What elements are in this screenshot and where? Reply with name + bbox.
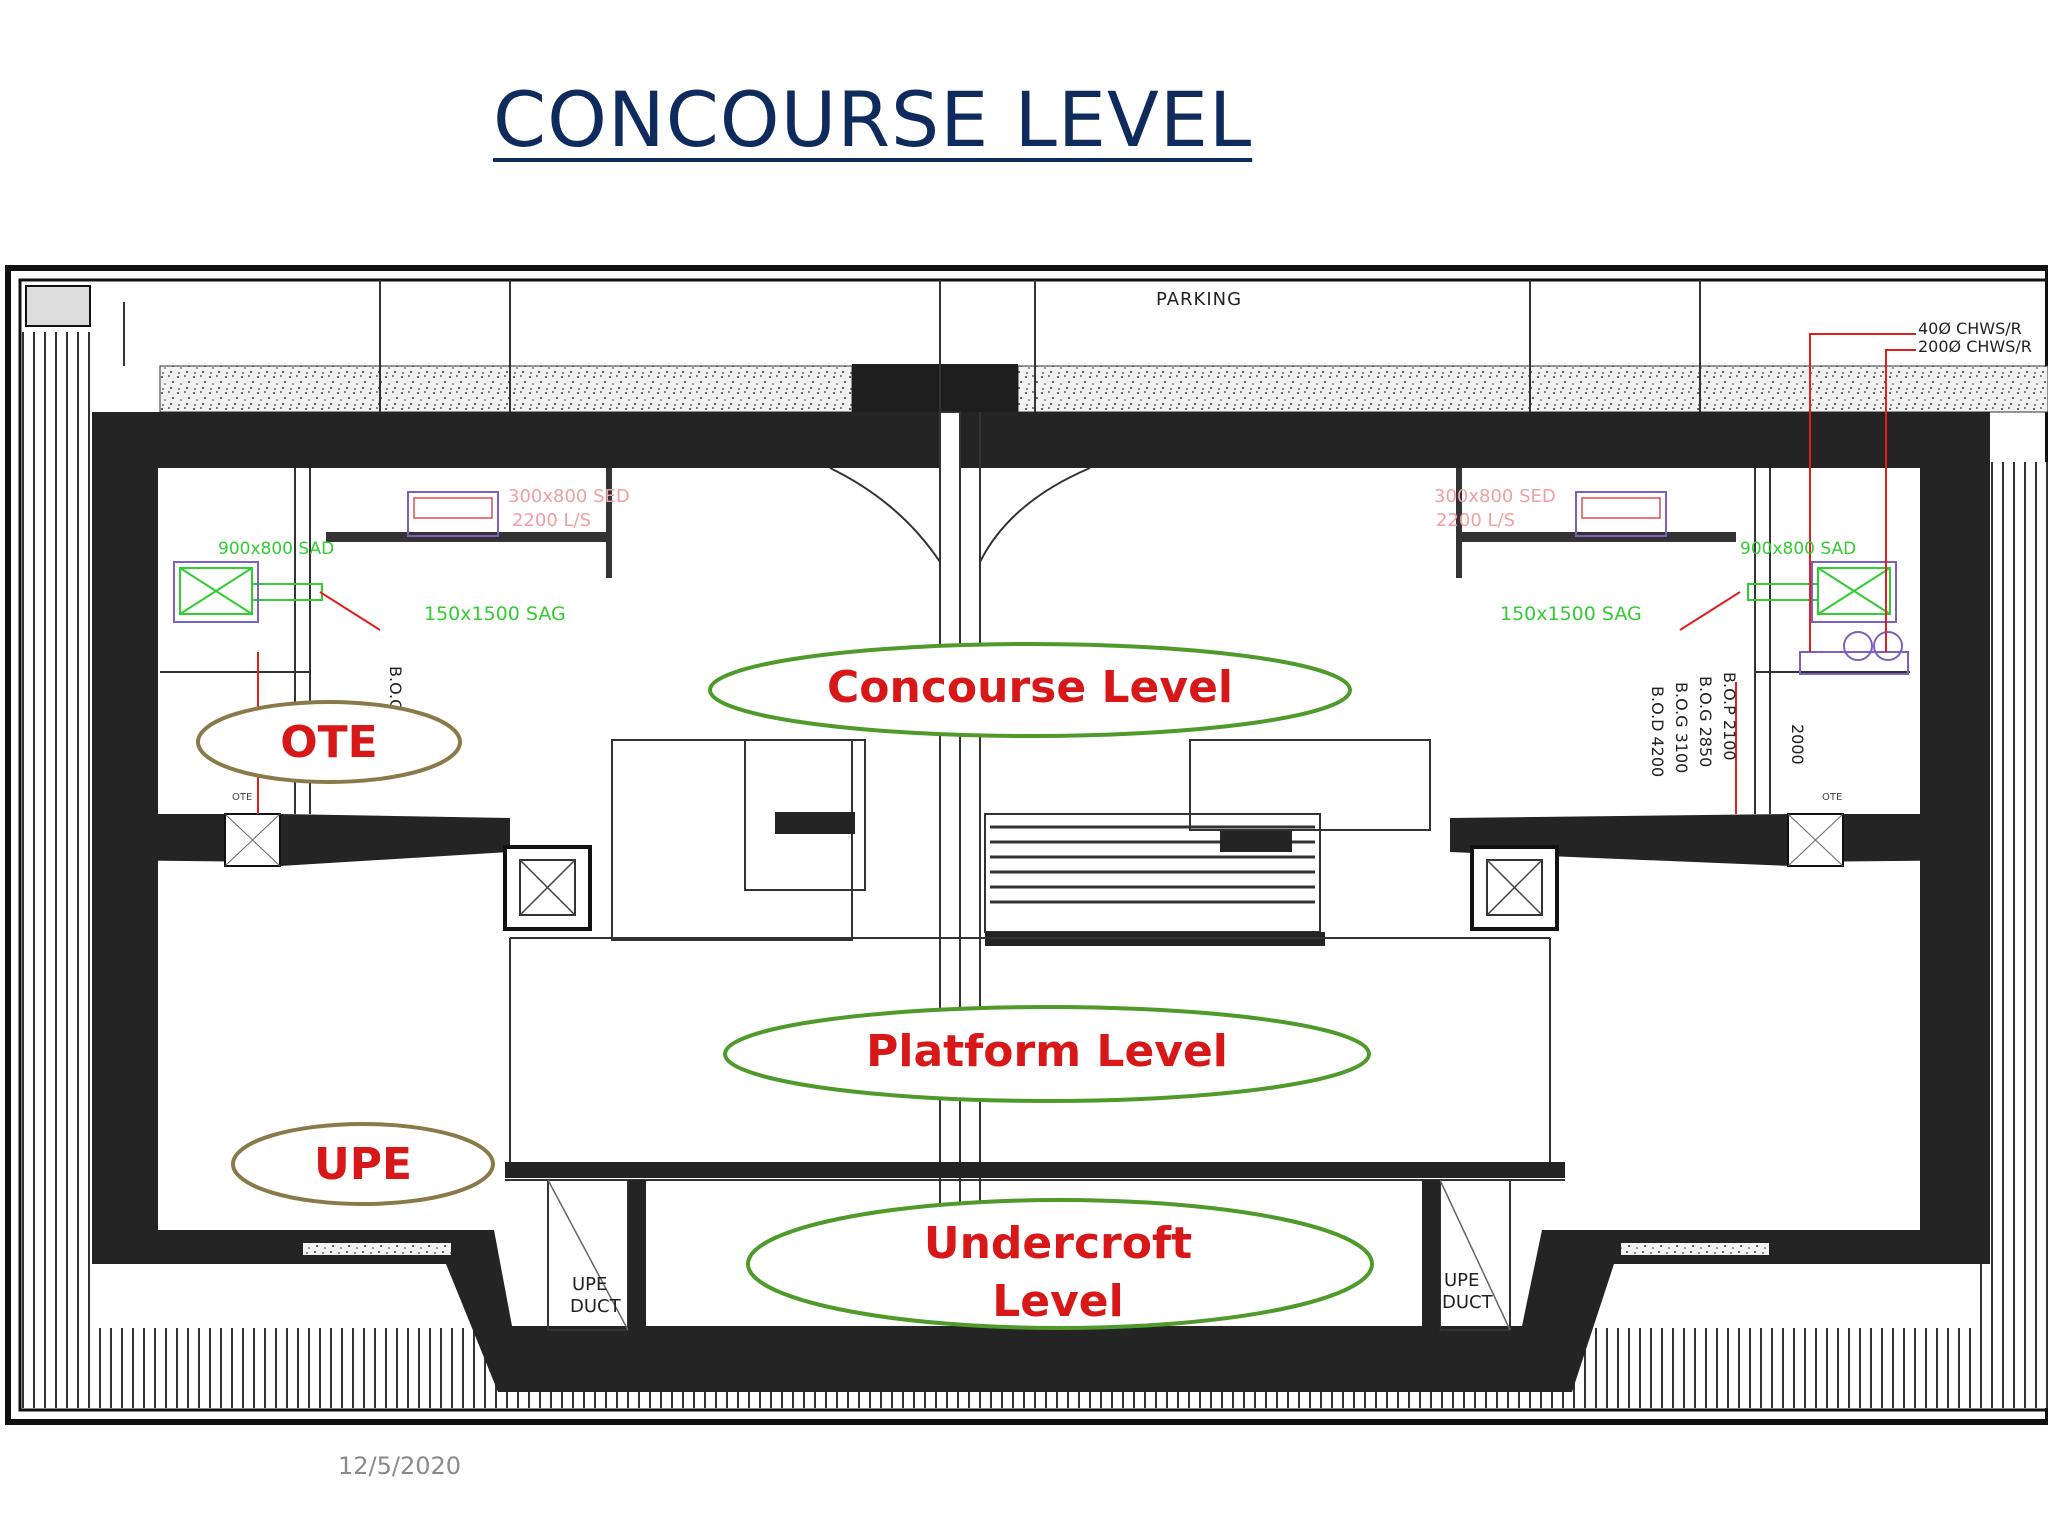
callout-platform-level: Platform Level — [723, 1005, 1371, 1103]
sad-right-unit — [1747, 567, 1891, 615]
callout-undercroft-text-1: Undercroft — [924, 1218, 1192, 1269]
callout-upe: UPE — [231, 1122, 495, 1206]
callout-ote: OTE — [196, 700, 462, 784]
side-hatch-right — [1980, 462, 2048, 1408]
callout-undercroft-level: Undercroft Level — [746, 1198, 1374, 1330]
upe-duct-left-1: UPE — [572, 1274, 607, 1295]
side-hatch-left — [22, 332, 94, 1408]
duct-label-sad-right: 900x800 SAD — [1740, 539, 1856, 559]
callout-concourse-text: Concourse Level — [827, 662, 1233, 713]
parking-label: PARKING — [1156, 289, 1242, 310]
ote-small-left: OTE — [232, 792, 252, 803]
cad-section-drawing: PARKING — [5, 265, 2048, 1425]
central-column — [939, 411, 961, 1231]
duct-label-sed-left-flow: 2200 L/S — [512, 510, 591, 531]
bod-label-2100: B.O.P 2100 — [1720, 672, 1739, 761]
upe-duct-right-1: UPE — [1444, 1270, 1479, 1291]
pipe-label-200: 200Ø CHWS/R — [1918, 337, 2032, 356]
bod-label-4200: B.O.D 4200 — [1648, 686, 1667, 777]
duct-label-sad-left: 900x800 SAD — [218, 539, 334, 559]
parking-slab-left — [159, 365, 853, 413]
ote-small-right: OTE — [1822, 792, 1842, 803]
concourse-slab-left-2 — [280, 814, 510, 866]
duct-label-sed-right-flow: 2200 L/S — [1436, 510, 1515, 531]
callout-ote-text: OTE — [280, 717, 377, 768]
callout-concourse-level: Concourse Level — [708, 642, 1352, 738]
dimension-2000: 2000 — [1788, 724, 1807, 765]
callout-undercroft-text-2: Level — [992, 1276, 1123, 1327]
duct-label-sed-left: 300x800 SED — [508, 486, 630, 507]
platform-slab — [505, 1162, 1565, 1178]
upe-duct-right-2: DUCT — [1442, 1292, 1494, 1313]
parking-slab-right — [1017, 365, 2048, 413]
callout-upe-text: UPE — [314, 1139, 412, 1190]
callout-platform-text: Platform Level — [866, 1026, 1228, 1077]
slide-title: CONCOURSE LEVEL — [493, 75, 1253, 164]
bod-label-3100: B.O.G 3100 — [1672, 682, 1691, 773]
duct-label-sag-left: 150x1500 SAG — [424, 603, 566, 625]
bod-label-2850: B.O.G 2850 — [1696, 676, 1715, 767]
duct-label-sag-right: 150x1500 SAG — [1500, 603, 1642, 625]
slide-date: 12/5/2020 — [338, 1452, 462, 1480]
upe-duct-left-2: DUCT — [570, 1296, 622, 1317]
duct-label-sed-right: 300x800 SED — [1434, 486, 1556, 507]
pipe-label-40: 40Ø CHWS/R — [1918, 319, 2022, 338]
sad-left-unit — [179, 567, 323, 615]
